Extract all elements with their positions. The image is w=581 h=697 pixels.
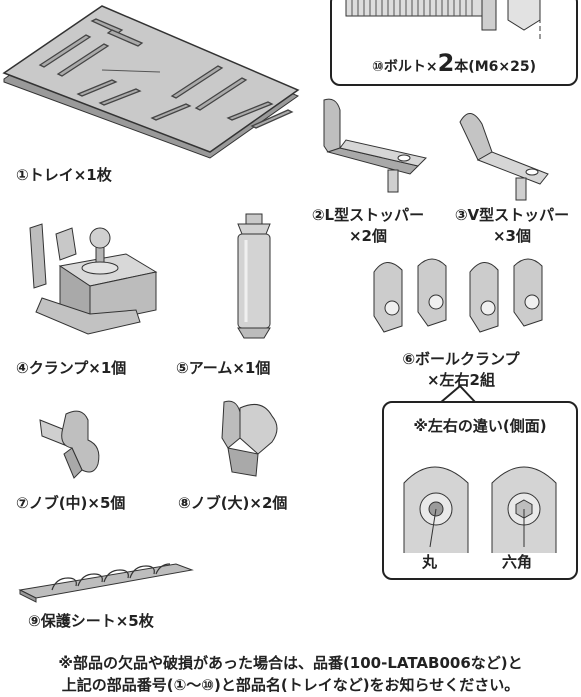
bolt-box: ⑩ボルト×2本(M6×25) [330, 0, 578, 86]
arm-label: ⑤アーム×1個 [176, 359, 271, 377]
clamp-label: ④クランプ×1個 [16, 359, 127, 377]
difference-title: ※左右の違い(側面) [413, 417, 547, 435]
knob-large-illustration [221, 400, 278, 477]
note-line-1: ※部品の欠品や破損があった場合は、品番(100-LATAB006など)と [58, 654, 523, 672]
hex-label: 六角 [502, 553, 533, 571]
ball-clamp-label: ⑥ボールクランプ ×左右2組 [402, 350, 520, 389]
v-stopper-label: ③V型ストッパー ×3個 [454, 206, 570, 245]
difference-box: ※左右の違い(側面) 丸 六角 [382, 401, 578, 580]
side-view-illustration [403, 466, 557, 553]
protection-sheet-label: ⑨保護シート×5枚 [28, 612, 154, 630]
knob-medium-label: ⑦ノブ(中)×5個 [16, 494, 126, 512]
knob-large-label: ⑧ノブ(大)×2個 [178, 494, 288, 512]
tray-label: ①トレイ×1枚 [16, 166, 112, 184]
l-stopper-label: ②L型ストッパー ×2個 [311, 206, 425, 245]
knob-medium-illustration [39, 410, 100, 479]
note-line-2: 上記の部品番号(①〜⑩)と部品名(トレイなど)をお知らせください。 [61, 676, 520, 694]
tray-illustration [2, 5, 300, 159]
v-stopper-illustration [459, 113, 549, 201]
l-stopper-illustration [323, 98, 427, 193]
bolt-illustration [345, 0, 541, 42]
arm-illustration [237, 213, 271, 339]
round-label: 丸 [422, 553, 438, 571]
clamp-illustration [29, 223, 158, 335]
callout-pointer [439, 384, 477, 404]
bolt-label: ⑩ボルト×2本(M6×25) [372, 49, 536, 77]
protection-sheet-illustration [18, 563, 194, 603]
ball-clamp-illustration [373, 258, 543, 333]
